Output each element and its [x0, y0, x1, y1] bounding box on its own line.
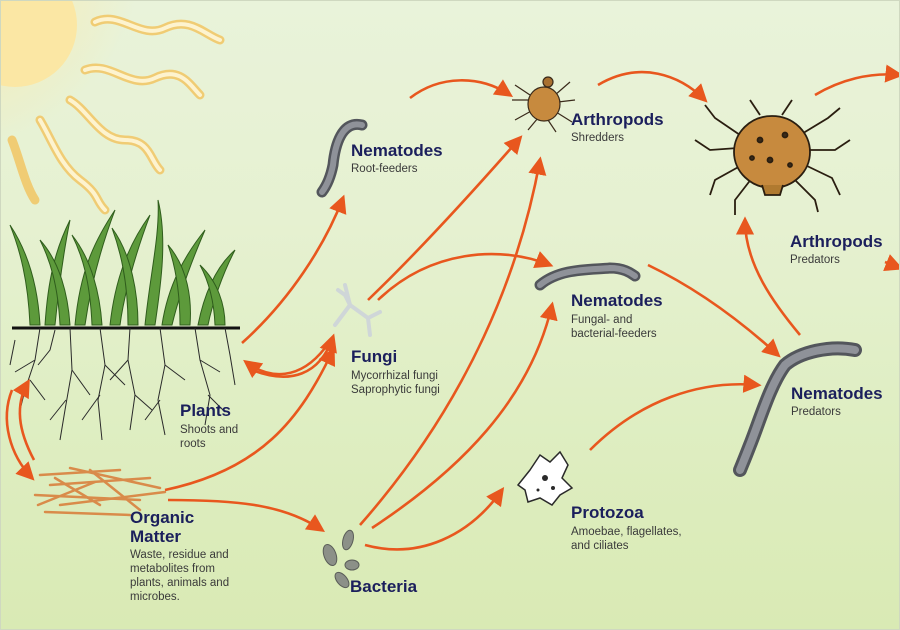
arthropod-shredder-icon: [512, 77, 575, 132]
organic-matter-title-1: Organic: [130, 508, 194, 527]
arrow-arthropods-predators: [598, 72, 705, 100]
nematodes-root-desc: Root-feeders: [351, 162, 417, 176]
protozoa-desc-2: and ciliates: [571, 539, 629, 553]
plants-title: Plants: [180, 401, 231, 420]
fungi-desc-1: Mycorrhizal fungi: [351, 369, 438, 383]
bacteria-title: Bacteria: [350, 577, 417, 596]
protozoa-desc-1: Amoebae, flagellates,: [571, 525, 682, 539]
organic-matter-desc-4: microbes.: [130, 590, 180, 604]
arrow-offscreen-1: [815, 74, 900, 95]
nematodes-feeders-desc-2: bacterial-feeders: [571, 327, 657, 341]
arrow-feeders-nematode-predators: [648, 265, 778, 355]
fungi-title: Fungi: [351, 347, 397, 366]
plant-grass-icon: [10, 200, 235, 325]
arrow-plants-nematodes-root: [242, 198, 343, 343]
nematodes-predators-desc: Predators: [791, 405, 841, 419]
organic-matter-title-2: Matter: [130, 527, 181, 546]
plants-desc-1: Shoots and: [180, 423, 238, 437]
nematodes-root-title: Nematodes: [351, 141, 443, 160]
organic-matter-desc-2: metabolites from: [130, 562, 215, 576]
arrow-nematodes-root-arthropods: [410, 80, 510, 98]
sun-icon: [0, 0, 220, 210]
arthropods-shredders-desc: Shredders: [571, 131, 624, 145]
arrow-fungi-nematodes: [378, 254, 550, 300]
arthropods-predators-title: Arthropods: [790, 232, 883, 251]
arrow-bacteria-nematodes: [372, 305, 552, 528]
nematodes-predators-title: Nematodes: [791, 384, 883, 403]
protozoa-title: Protozoa: [571, 503, 644, 522]
arrow-protozoa-nematodes: [590, 384, 758, 450]
organic-matter-desc-3: plants, animals and: [130, 576, 229, 590]
arthropods-predators-desc: Predators: [790, 253, 840, 267]
plants-desc-2: roots: [180, 437, 206, 451]
nematodes-feeders-desc-1: Fungal- and: [571, 313, 632, 327]
arrow-offscreen-2: [885, 262, 900, 268]
nematode-feeders-icon: [540, 268, 635, 285]
fungi-desc-2: Saprophytic fungi: [351, 383, 440, 397]
protozoa-icon: [518, 452, 572, 505]
arrow-fungi-plants: [246, 348, 325, 374]
organic-matter-desc-1: Waste, residue and: [130, 548, 229, 562]
nematodes-feeders-title: Nematodes: [571, 291, 663, 310]
fungi-icon: [335, 285, 380, 335]
arthropod-predator-icon: [695, 100, 850, 215]
arthropods-shredders-title: Arthropods: [571, 110, 664, 129]
arrow-organic-plants: [20, 382, 34, 460]
